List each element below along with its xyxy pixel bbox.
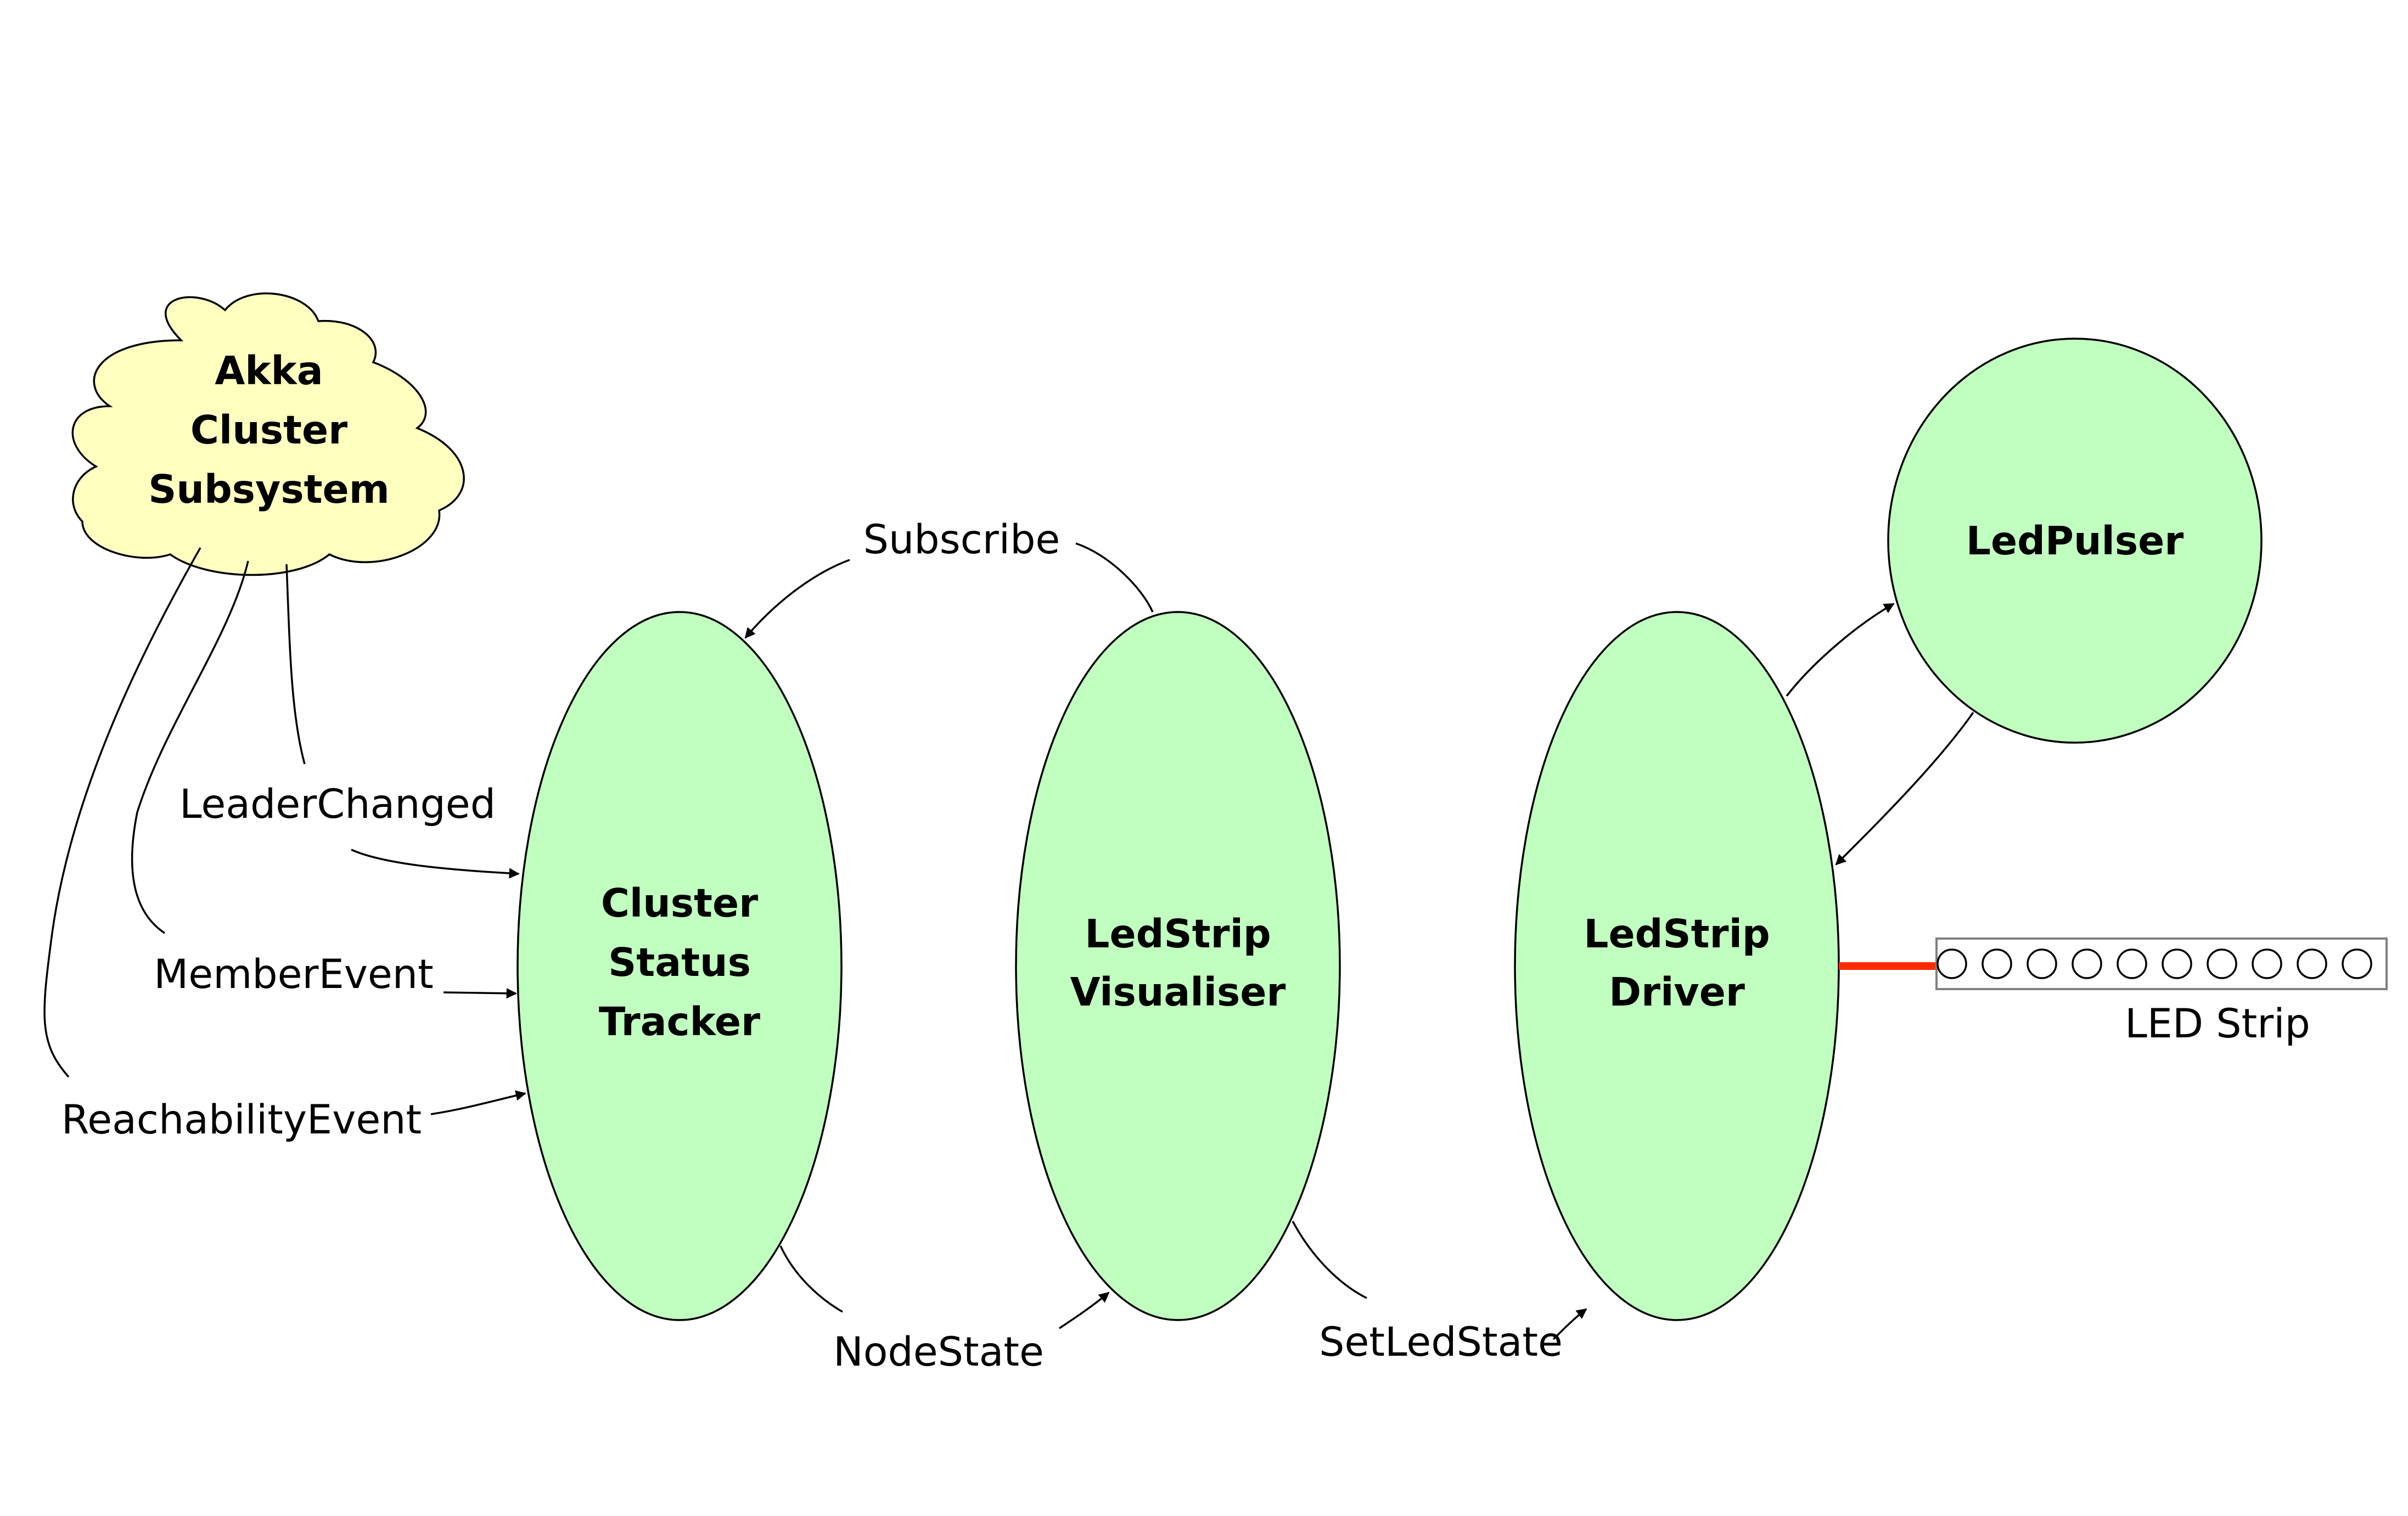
member-event-arrow: [443, 988, 517, 999]
pulser-label: LedPulser: [1966, 518, 2184, 564]
subscribe-label: Subscribe: [863, 516, 1060, 563]
set-led-state-edge: [1292, 1221, 1367, 1299]
member-event-label: MemberEvent: [154, 951, 433, 998]
node-state-arrow: [1059, 1292, 1110, 1329]
driver-ellipse: [1514, 611, 1840, 1321]
led-8: [2252, 948, 2282, 979]
cloud-label-line-3: Subsystem: [148, 467, 389, 512]
ledstrip-driver-node: LedStrip Driver: [1514, 611, 1840, 1321]
pulser-ellipse: [1887, 338, 2263, 744]
subscribe-arrow: [744, 559, 850, 639]
cloud-label-line-1: Akka: [215, 348, 323, 394]
led-3: [2027, 948, 2057, 979]
visualiser-ellipse: [1015, 611, 1341, 1321]
leader-changed-arrow: [351, 849, 520, 879]
led-strip-label: LED Strip: [2125, 1001, 2310, 1047]
driver-to-pulser-edge: [1786, 603, 1895, 697]
led-4: [2072, 948, 2102, 979]
reachability-event-label: ReachabilityEvent: [61, 1097, 422, 1143]
led-1: [1936, 948, 1967, 979]
cluster-status-tracker-node: Cluster Status Tracker: [517, 611, 843, 1321]
led-7: [2207, 948, 2237, 979]
set-led-state-arrow: [1552, 1308, 1587, 1340]
set-led-state-label: SetLedState: [1319, 1319, 1563, 1366]
tracker-label-line-3: Tracker: [599, 999, 760, 1045]
led-9: [2297, 948, 2327, 979]
led-6: [2162, 948, 2192, 979]
member-event-edge: [131, 560, 249, 934]
cloud-label-line-2: Cluster: [190, 407, 347, 453]
driver-label-line-2: Driver: [1609, 969, 1745, 1015]
node-state-label: NodeState: [833, 1329, 1044, 1375]
reachability-event-edge: [43, 547, 201, 1078]
subscribe-edge: [1075, 542, 1154, 613]
pulser-to-driver-edge: [1835, 711, 1974, 866]
akka-cluster-subsystem-node: Akka Cluster Subsystem: [71, 292, 465, 576]
cloud-shape: [71, 292, 465, 576]
leader-changed-label: LeaderChanged: [179, 781, 496, 828]
visualiser-label-line-2: Visualiser: [1070, 969, 1286, 1015]
led-10: [2342, 948, 2372, 979]
tracker-label-line-1: Cluster: [601, 880, 758, 926]
visualiser-label-line-1: LedStrip: [1085, 911, 1271, 957]
ledstrip-visualiser-node: LedStrip Visualiser: [1015, 611, 1341, 1321]
led-strip: [1935, 937, 2388, 990]
driver-label-line-1: LedStrip: [1584, 911, 1770, 957]
leader-changed-edge: [285, 564, 306, 765]
tracker-label-line-2: Status: [608, 940, 751, 985]
tracker-ellipse: [517, 611, 843, 1321]
node-state-edge: [779, 1245, 843, 1313]
reachability-event-arrow: [430, 1090, 526, 1115]
ledpulser-node: LedPulser: [1887, 338, 2263, 744]
led-5: [2117, 948, 2147, 979]
led-group: [1936, 948, 2372, 979]
led-2: [1982, 948, 2012, 979]
